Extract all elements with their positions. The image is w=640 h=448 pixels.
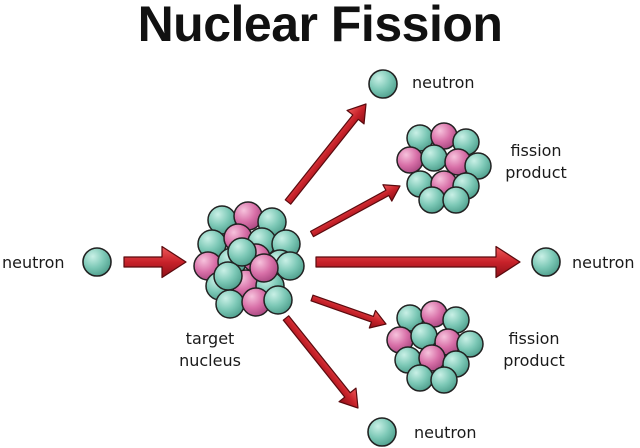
neutron-middle	[531, 247, 561, 277]
neutron-particle	[406, 364, 434, 392]
arrow-to-neutron-middle	[315, 245, 521, 279]
fission-product-bottom	[386, 300, 484, 394]
neutron-particle	[464, 152, 492, 180]
fission-product-bottom-line2: product	[503, 351, 565, 370]
arrow-to-neutron-top	[284, 103, 367, 205]
fission-product-top-line2: product	[505, 163, 567, 182]
neutron-particle	[215, 289, 245, 319]
incoming-neutron	[82, 247, 112, 277]
neutron-particle	[227, 237, 257, 267]
fission-product-bottom-line1: fission	[508, 329, 560, 348]
neutron-particle	[430, 366, 458, 394]
fission-product-top-line1: fission	[510, 141, 562, 160]
target-nucleus	[193, 201, 305, 319]
fission-product-top	[396, 122, 492, 214]
arrow-to-fission-product-bottom	[310, 294, 387, 329]
target-nucleus-line2: nucleus	[179, 351, 241, 370]
neutron-middle-label: neutron	[572, 253, 635, 272]
fission-product-bottom-label: fission product	[494, 328, 574, 372]
neutron-top-label: neutron	[412, 73, 475, 92]
neutron-particle	[442, 186, 470, 214]
neutron-particle	[420, 144, 448, 172]
neutron-bottom	[367, 417, 397, 447]
proton	[396, 146, 424, 174]
arrow-to-fission-product-top	[309, 184, 401, 238]
arrow-to-neutron-bottom	[282, 315, 359, 409]
neutron-particle	[213, 261, 243, 291]
neutron-bottom-label: neutron	[414, 423, 477, 442]
neutron-particle	[418, 186, 446, 214]
neutron-particle	[263, 285, 293, 315]
incoming-arrow	[123, 245, 187, 279]
neutron-particle	[275, 251, 305, 281]
arrows-layer	[123, 103, 521, 409]
proton	[249, 253, 279, 283]
particles-layer	[82, 69, 561, 447]
fission-product-top-label: fission product	[496, 140, 576, 184]
page-title: Nuclear Fission	[137, 0, 503, 52]
neutron-top	[368, 69, 398, 99]
target-nucleus-label: target nucleus	[160, 328, 260, 372]
neutron-particle	[456, 330, 484, 358]
target-nucleus-line1: target	[185, 329, 235, 348]
incoming-neutron-label: neutron	[2, 253, 65, 272]
